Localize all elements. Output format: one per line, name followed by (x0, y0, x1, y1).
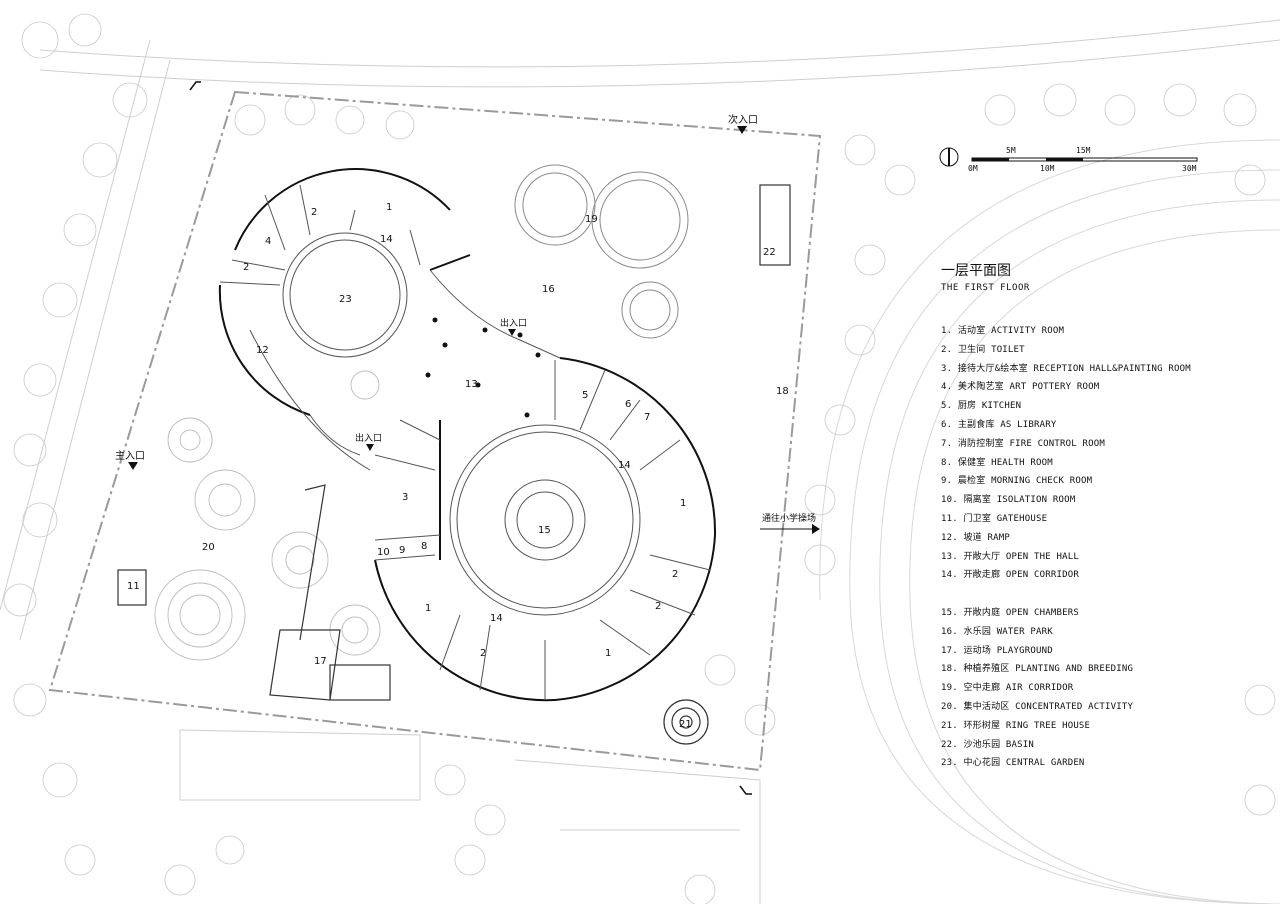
legend-list: 1. 活动室 ACTIVITY ROOM 2. 卫生间 TOILET 3. 接待… (941, 322, 1261, 773)
room-number: 10 (377, 547, 390, 558)
scale-label-15m: 15M (1076, 146, 1091, 155)
legend-item: 4. 美术陶艺室 ART POTTERY ROOM (941, 382, 1100, 393)
room-number: 1 (680, 498, 686, 509)
site-structures (117, 184, 791, 745)
room-number: 1 (386, 202, 392, 213)
legend-item: 10. 隔离室 ISOLATION ROOM (941, 495, 1076, 506)
running-track (819, 139, 1280, 904)
room-number: 1 (425, 603, 431, 614)
building-interior (219, 184, 711, 700)
north-arrow-icon (939, 147, 959, 167)
room-number: 21 (679, 719, 692, 730)
legend-item: 1. 活动室 ACTIVITY ROOM (941, 326, 1065, 336)
room-number: 2 (655, 601, 661, 612)
legend-item: 15. 开敞内庭 OPEN CHAMBERS (941, 607, 1079, 618)
room-number: 8 (421, 541, 427, 552)
scale-label-30m: 30M (1182, 164, 1197, 173)
room-number: 11 (127, 581, 140, 592)
room-number: 7 (644, 412, 650, 423)
legend-item: 14. 开敞走廊 OPEN CORRIDOR (941, 570, 1079, 581)
scale-label-5m: 5M (1006, 146, 1016, 155)
entrance-exit-top-label: 出入口 (500, 317, 527, 329)
legend-item: 12. 坡道 RAMP (941, 532, 1010, 543)
room-number: 6 (625, 399, 631, 410)
legend-item: 20. 集中活动区 CONCENTRATED ACTIVITY (941, 701, 1134, 712)
legend: 一层平面图 THE FIRST FLOOR 1. 活动室 ACTIVITY RO… (941, 262, 1261, 773)
room-number: 14 (490, 613, 503, 624)
room-number: 12 (256, 345, 269, 356)
room-number: 1 (605, 648, 611, 659)
legend-item: 13. 开敞大厅 OPEN THE HALL (941, 551, 1079, 562)
legend-item: 19. 空中走廊 AIR CORRIDOR (941, 683, 1074, 694)
room-number: 2 (480, 648, 486, 659)
legend-item: 8. 保健室 HEALTH ROOM (941, 457, 1053, 468)
school-playground-label: 通往小学操场 (762, 512, 816, 524)
scale-bar: 5M 15M 0M 10M 30M (968, 146, 1198, 173)
landscape-rings (154, 370, 381, 661)
legend-subtitle: THE FIRST FLOOR (941, 283, 1030, 293)
legend-item: 9. 晨检室 MORNING CHECK ROOM (941, 476, 1093, 487)
corner-marks (189, 81, 752, 795)
room-number: 2 (243, 262, 249, 273)
room-number: 23 (339, 294, 352, 305)
legend-item: 6. 主副食库 AS LIBRARY (941, 419, 1057, 430)
room-number: 20 (202, 542, 215, 553)
trees (3, 13, 1276, 904)
room-number: 22 (763, 247, 776, 258)
scale-label-10m: 10M (1040, 164, 1055, 173)
room-number: 9 (399, 545, 405, 556)
room-number: 2 (311, 207, 317, 218)
room-number: 16 (542, 284, 555, 295)
room-number: 13 (465, 379, 478, 390)
legend-item: 2. 卫生间 TOILET (941, 344, 1025, 355)
room-number: 5 (582, 390, 588, 401)
legend-item: 16. 水乐园 WATER PARK (941, 626, 1053, 637)
roads (0, 19, 1280, 904)
legend-item: 21. 环形树屋 RING TREE HOUSE (941, 720, 1091, 731)
legend-item: 5. 厨房 KITCHEN (941, 401, 1022, 412)
room-number: 3 (402, 492, 408, 503)
room-number: 19 (585, 214, 598, 225)
room-number: 18 (776, 386, 789, 397)
legend-item: 18. 种植养殖区 PLANTING AND BREEDING (941, 664, 1134, 675)
room-number: 4 (265, 236, 271, 247)
room-number: 14 (380, 234, 393, 245)
room-number: 2 (672, 569, 678, 580)
legend-item: 17. 运动场 PLAYGROUND (941, 645, 1053, 656)
legend-item: 22. 沙池乐园 BASIN (941, 739, 1034, 750)
room-number: 15 (538, 525, 551, 536)
entrance-main-label: 主入口 (115, 450, 145, 462)
site-boundary (48, 90, 822, 772)
legend-title: 一层平面图 (941, 263, 1011, 279)
room-number: 14 (618, 460, 631, 471)
legend-item: 23. 中心花园 CENTRAL GARDEN (941, 758, 1085, 769)
entrance-exit-mid-label: 出入口 (355, 432, 382, 444)
room-number: 17 (314, 656, 327, 667)
air-corridor-rings (514, 164, 689, 339)
scale-label-0m: 0M (968, 164, 978, 173)
hall-columns (425, 317, 541, 418)
legend-item: 3. 接待大厅&绘本室 RECEPTION HALL&PAINTING ROOM (941, 363, 1191, 374)
room-numbers: 1 1 1 1 2 2 2 2 2 3 4 5 6 7 8 9 10 11 12… (127, 202, 789, 730)
legend-item: 11. 门卫室 GATEHOUSE (941, 513, 1048, 524)
entrance-secondary-label: 次入口 (728, 113, 758, 126)
entrance-markers (128, 126, 820, 534)
building-walls (218, 168, 717, 702)
legend-item: 7. 消防控制室 FIRE CONTROL ROOM (941, 438, 1105, 449)
